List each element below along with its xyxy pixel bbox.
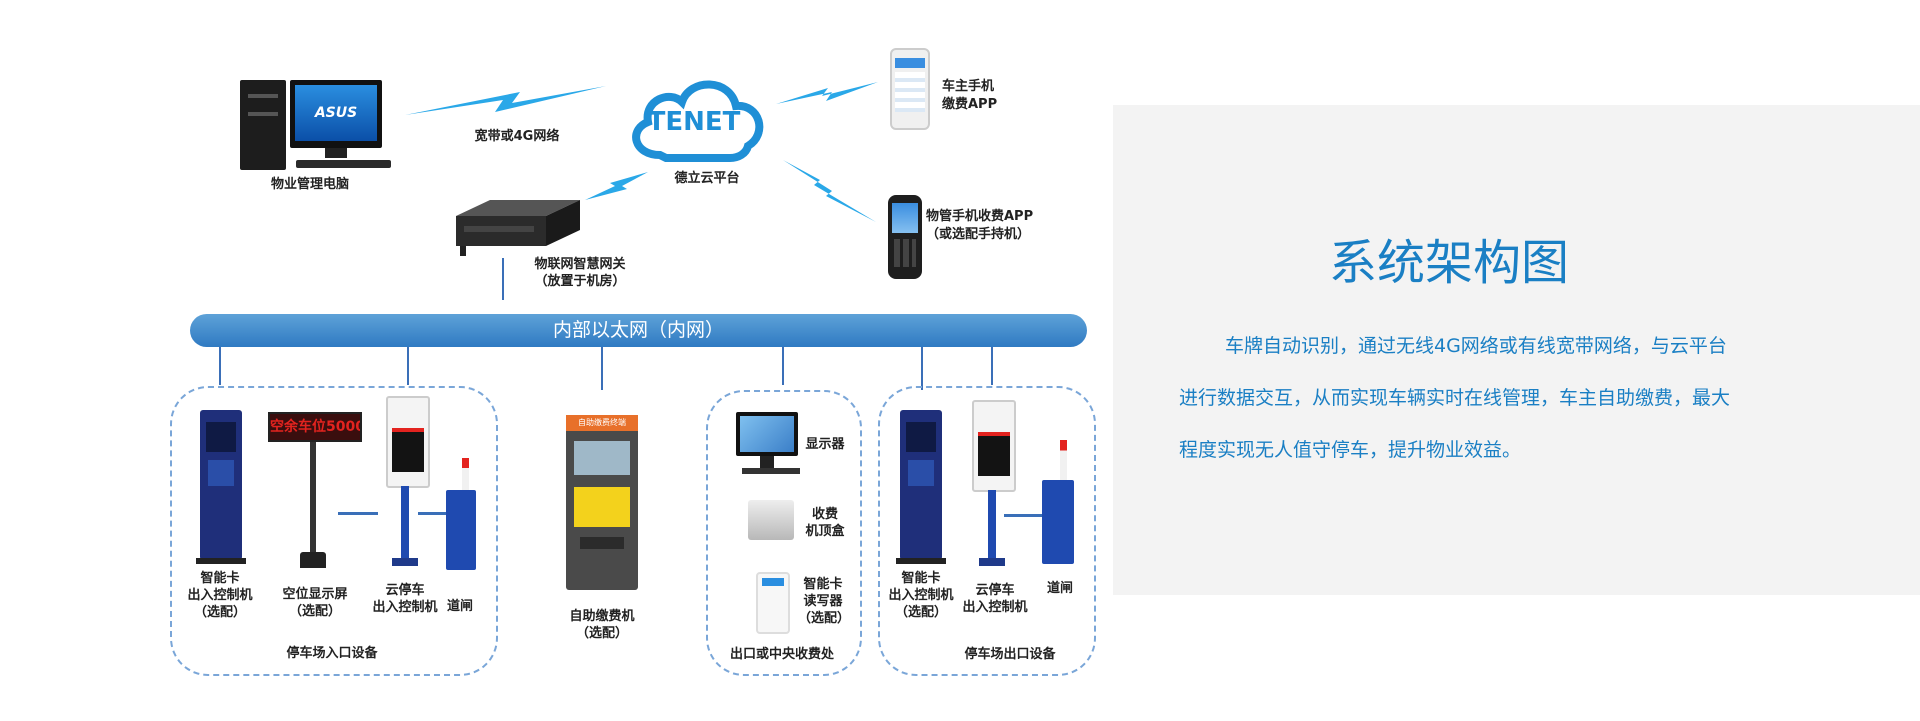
entrance-card-label-2: 出入控制机: [187, 588, 253, 603]
lightning-cloud-staff: [783, 160, 876, 222]
card-controller-base: [196, 558, 246, 564]
monitor-icon: [736, 412, 798, 456]
kiosk-header: 自助缴费终端: [566, 415, 638, 431]
vacancy-label-1: 空位显示屏: [282, 587, 348, 602]
cloud-logo: TENET: [648, 107, 741, 137]
kiosk-label-2: （选配）: [575, 626, 628, 641]
exit-card-controller-icon: [900, 410, 942, 560]
box-label-2: 机顶盒: [805, 524, 845, 539]
exit-group: [878, 386, 1096, 676]
pc-tower-icon: [240, 80, 286, 170]
ethernet-bus-label: 内部以太网（内网）: [552, 319, 724, 341]
exit-barrier-arm: [1060, 440, 1067, 482]
barrier-gate-icon: [446, 490, 476, 570]
exit-card-label-2: 出入控制机: [888, 588, 954, 603]
entrance-card-label-1: 智能卡: [200, 571, 240, 586]
keyboard-icon: [296, 160, 391, 168]
exit-cloud-label-1: 云停车: [975, 583, 1015, 598]
settop-box-icon: [748, 500, 794, 540]
vacancy-led-display: 空余车位5000: [268, 412, 362, 442]
phone-icon: [890, 48, 930, 130]
network-label: 宽带或4G网络: [474, 129, 560, 144]
vacancy-pole: [310, 442, 316, 554]
gateway-label-2: （放置于机房）: [534, 274, 626, 289]
monitor-icon-stand: [760, 456, 774, 468]
staff-app-label-2: （或选配手持机）: [926, 227, 1031, 242]
exit-barrier-label: 道闸: [1046, 581, 1073, 596]
exit-cloud-controller-base: [979, 558, 1005, 566]
barrier-arm: [462, 458, 469, 492]
center-group: [706, 390, 862, 676]
entrance-link-1: [338, 512, 378, 515]
entrance-link-2: [418, 512, 446, 515]
info-panel: 系统架构图 车牌自动识别，通过无线4G网络或有线宽带网络，与云平台进行数据交互，…: [1113, 105, 1920, 595]
cloud-controller-base: [392, 558, 418, 566]
entrance-group-label: 停车场入口设备: [286, 646, 378, 661]
lightning-cloud-owner: [776, 82, 878, 104]
exit-card-label-1: 智能卡: [901, 571, 941, 586]
kiosk-icon: 自助缴费终端: [566, 415, 638, 590]
gateway-icon: [456, 200, 580, 256]
lightning-cloud-gateway: [585, 172, 648, 200]
gateway-label-1: 物联网智慧网关: [534, 257, 626, 272]
exit-barrier-gate-icon: [1042, 480, 1074, 564]
card-reader-icon: [756, 572, 790, 634]
pc-label: 物业管理电脑: [270, 177, 349, 192]
cloud-label: 德立云平台: [674, 171, 740, 186]
pc-screen-text: ASUS: [295, 85, 377, 141]
cloud-controller-icon: [386, 396, 430, 488]
center-group-label: 出口或中央收费处: [729, 647, 834, 662]
vacancy-label-2: （选配）: [288, 604, 341, 619]
owner-app-label-2: 缴费APP: [942, 97, 998, 112]
ethernet-bus: 内部以太网（内网）: [190, 314, 1087, 347]
entrance-cloud-label-2: 出入控制机: [372, 600, 438, 615]
reader-label-2: 读写器: [803, 594, 843, 609]
cloud-icon: TENET: [632, 80, 764, 162]
owner-app-label-1: 车主手机: [942, 79, 995, 94]
pc-monitor-icon: ASUS: [290, 80, 382, 148]
entrance-card-label-3: （选配）: [193, 605, 246, 620]
vacancy-base: [300, 552, 326, 568]
reader-label-1: 智能卡: [803, 577, 843, 592]
staff-app-label-1: 物管手机收费APP: [926, 209, 1034, 224]
handheld-icon: [888, 195, 922, 279]
monitor-stand: [325, 148, 347, 158]
monitor-label: 显示器: [805, 437, 845, 452]
exit-group-label: 停车场出口设备: [964, 647, 1056, 662]
exit-cloud-controller-icon: [972, 400, 1016, 492]
exit-cloud-label-2: 出入控制机: [962, 600, 1028, 615]
exit-card-label-3: （选配）: [894, 605, 947, 620]
exit-link: [1004, 514, 1044, 517]
wireless-links: [405, 82, 878, 300]
monitor-keyboard: [742, 468, 800, 474]
exit-card-controller-base: [896, 558, 946, 564]
panel-title: 系统架构图: [1328, 235, 1569, 291]
card-controller-icon: [200, 410, 242, 560]
box-label-1: 收费: [811, 507, 838, 522]
kiosk-label-1: 自助缴费机: [569, 609, 635, 624]
cloud-controller-pole: [401, 486, 409, 560]
entrance-group: [170, 386, 498, 676]
lightning-pc-cloud: [405, 86, 606, 115]
entrance-barrier-label: 道闸: [446, 599, 473, 614]
panel-description: 车牌自动识别，通过无线4G网络或有线宽带网络，与云平台进行数据交互，从而实现车辆…: [1179, 335, 1731, 461]
reader-label-3: （选配）: [798, 611, 851, 626]
entrance-cloud-label-1: 云停车: [385, 583, 425, 598]
exit-cloud-controller-pole: [988, 490, 996, 560]
bus-drops: [219, 347, 993, 390]
